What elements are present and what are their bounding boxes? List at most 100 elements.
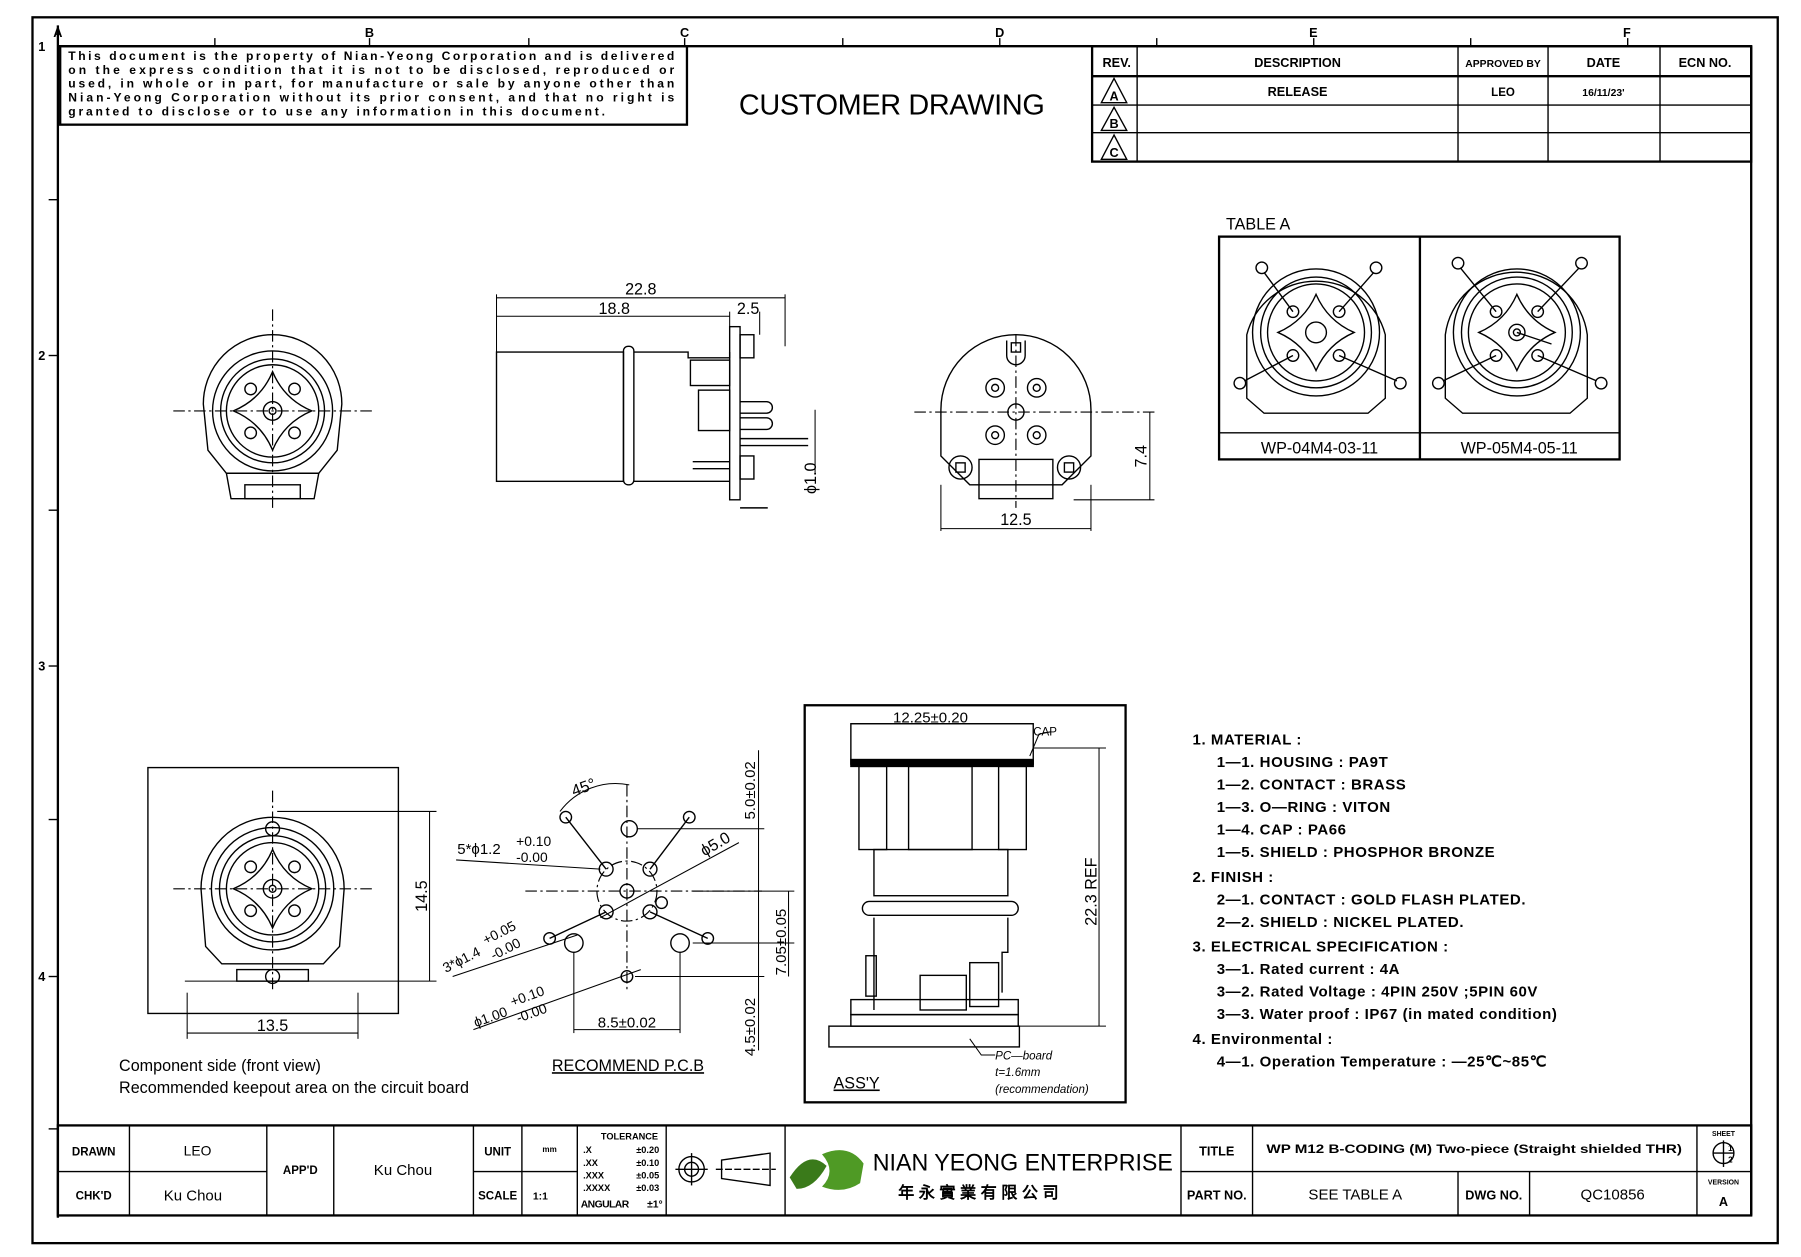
connector-face-4pin: [1233, 261, 1407, 414]
pcb-note: (recommendation): [995, 1084, 1089, 1096]
rev-triangle-icon: [1100, 105, 1128, 132]
dim-rear-width: 12.5: [1000, 511, 1031, 529]
dwgno-label: DWG NO.: [1465, 1188, 1522, 1202]
zone-2: 2: [38, 349, 45, 363]
disclaimer-line: used, in whole or in part, for manufactu…: [68, 77, 674, 91]
side-view: 22.8 18.8 2.5 ϕ1.0: [495, 280, 820, 509]
cap-label: CAP: [1033, 726, 1057, 738]
disclaimer-line: on the express condition that it is not …: [68, 63, 674, 77]
note-item: 1—5. SHIELD : PHOSPHOR BRONZE: [1217, 844, 1495, 861]
angular-label: ANGULAR: [581, 1199, 630, 1210]
zone-c: C: [680, 26, 689, 40]
keepout-caption-1: Component side (front view): [119, 1057, 321, 1075]
tolerance-value: ±0.20: [636, 1145, 659, 1155]
dim-pcb-span: 8.5±0.02: [598, 1014, 656, 1031]
drawing-heading: CUSTOMER DRAWING: [739, 89, 1045, 121]
description-header: DESCRIPTION: [1254, 56, 1341, 70]
rev-letter: C: [1109, 146, 1118, 160]
note-item: 2—2. SHIELD : NICKEL PLATED.: [1217, 914, 1464, 931]
dim-pcb-mid: 7.05±0.05: [773, 909, 790, 976]
dim-angle: 45°: [569, 775, 598, 800]
note-item: 1—2. CONTACT : BRASS: [1217, 777, 1407, 794]
note-item: 1—3. O—RING : VITON: [1217, 799, 1391, 816]
tolerance-value: ±0.10: [636, 1158, 659, 1168]
company-logo-icon: [789, 1150, 864, 1190]
zone-4: 4: [38, 970, 45, 984]
dim-hole-5-tol-minus: -0.00: [516, 849, 548, 865]
disclaimer-line: granted to disclose or to use any inform…: [68, 104, 605, 118]
note-heading: 1. MATERIAL :: [1193, 732, 1302, 749]
zone-e: E: [1309, 26, 1317, 40]
company-name: NIAN YEONG ENTERPRISE: [873, 1149, 1173, 1176]
note-heading: 3. ELECTRICAL SPECIFICATION :: [1193, 939, 1449, 956]
rev-triangle-icon: [1100, 76, 1128, 104]
zone-d: D: [995, 26, 1004, 40]
dim-keepout-height: 14.5: [413, 880, 431, 911]
version-label: VERSION: [1708, 1179, 1739, 1186]
zone-a: A: [53, 26, 62, 40]
tolerance-key: .X: [583, 1145, 593, 1155]
disclaimer-box: [59, 45, 689, 126]
note-item: 1—4. CAP : PA66: [1217, 822, 1347, 839]
tolerance-block: TOLERANCE .X ±0.20 .XX ±0.10 .XXX ±0.05 …: [581, 1131, 663, 1210]
rev-date: 16/11/23': [1582, 88, 1624, 99]
rev-letter: A: [1109, 89, 1118, 103]
rev-triangle-icon: [1100, 133, 1128, 160]
dim-pcb-top: 5.0±0.02: [742, 761, 759, 819]
tolerance-value: ±0.03: [636, 1183, 659, 1193]
note-item: 3—2. Rated Voltage : 4PIN 250V ;5PIN 60V: [1217, 984, 1538, 1001]
dim-rear-height: 7.4: [1132, 445, 1150, 467]
dwgno-value: QC10856: [1581, 1186, 1645, 1203]
note-item: 3—3. Water proof : IP67 (in mated condit…: [1217, 1006, 1558, 1023]
front-view: [173, 309, 372, 511]
keepout-view: 14.5 13.5 Component side (front view) Re…: [119, 766, 469, 1097]
unit-value: mm: [542, 1145, 556, 1154]
assy-view: 12.25±0.20 CAP 22.3 REF PC—board t=1.6mm…: [803, 704, 1127, 1104]
sheet-number: 1: [1728, 1144, 1733, 1153]
chkd-label: CHK'D: [76, 1190, 112, 1202]
dim-hole-5: 5*ϕ1.2: [457, 841, 500, 858]
rev-letter: B: [1109, 117, 1118, 131]
dim-pcb-bottom: 4.5±0.02: [742, 998, 759, 1056]
title-block: DRAWN LEO CHK'D Ku Chou APP'D Ku Chou UN…: [56, 1124, 1753, 1217]
rev-approver: LEO: [1491, 87, 1515, 99]
connector-face-5pin: [1431, 256, 1608, 414]
rev-header: REV.: [1102, 56, 1130, 70]
pcb-caption: RECOMMEND P.C.B: [552, 1057, 704, 1075]
chkd-value: Ku Chou: [164, 1187, 222, 1204]
tolerance-key: .XXXX: [583, 1183, 611, 1193]
notes: 1. MATERIAL : 1—1. HOUSING : PA9T 1—2. CON…: [1193, 732, 1558, 1071]
tolerance-key: .XX: [583, 1158, 599, 1168]
partno-label: PART NO.: [1187, 1188, 1247, 1202]
revision-table: REV. DESCRIPTION APPROVED BY DATE ECN NO…: [1090, 45, 1753, 163]
sheet-total: 2: [1728, 1155, 1733, 1164]
note-item: 2—1. CONTACT : GOLD FLASH PLATED.: [1217, 891, 1526, 908]
partno-value: SEE TABLE A: [1308, 1186, 1402, 1203]
disclaimer-line: Nian-Yeong Corporation without its prior…: [68, 91, 674, 105]
approved-by-header: APPROVED BY: [1465, 59, 1541, 70]
scale-label: SCALE: [478, 1190, 517, 1202]
dim-pin-diameter: ϕ1.0: [802, 463, 820, 495]
disclaimer-text: This document is the property of Nian-Ye…: [68, 49, 674, 118]
note-item: 3—1. Rated current : 4A: [1217, 961, 1400, 978]
rev-row-c: C: [1100, 133, 1128, 160]
note-item: 4—1. Operation Temperature : —25℃~85℃: [1217, 1054, 1547, 1071]
table-a: TABLE A WP-04M4-03-11 WP: [1217, 216, 1621, 461]
note-item: 1—1. HOUSING : PA9T: [1217, 754, 1389, 771]
company-name-chinese: 年 永 實 業 有 限 公 司: [898, 1183, 1059, 1202]
dim-assy-width: 12.25±0.20: [893, 710, 968, 727]
keepout-caption-2: Recommended keepout area on the circuit …: [119, 1079, 469, 1097]
sheet-label: SHEET: [1712, 1131, 1736, 1138]
variant-4pin-label: WP-04M4-03-11: [1261, 440, 1378, 458]
dim-assy-height: 22.3 REF: [1083, 857, 1101, 925]
dim-hole-1: ϕ1.00+0.10-0.00: [469, 982, 553, 1040]
version-value: A: [1719, 1195, 1728, 1209]
disclaimer-line: This document is the property of Nian-Ye…: [68, 49, 674, 63]
third-angle-projection-icon: [675, 1152, 776, 1187]
rev-row-a: A RELEASE LEO 16/11/23': [1100, 76, 1625, 104]
note-heading: 2. FINISH :: [1193, 869, 1274, 886]
dim-hole-3-value: 3*ϕ1.4: [440, 943, 483, 976]
dim-hole-1-value: ϕ1.00: [471, 1003, 509, 1030]
appd-value: Ku Chou: [374, 1162, 432, 1179]
